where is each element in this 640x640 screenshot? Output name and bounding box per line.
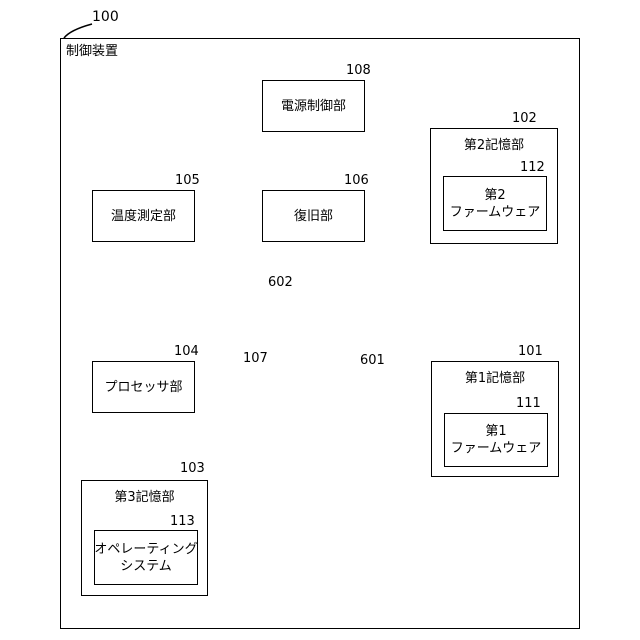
control-device-label: 制御装置 [66, 44, 118, 60]
firmware2-block: 第2 ファームウェア [443, 176, 547, 231]
ref-101: 101 [518, 345, 543, 359]
power-control-label: 電源制御部 [281, 98, 346, 115]
ref-112: 112 [520, 161, 545, 175]
ref-113: 113 [170, 515, 195, 529]
ref-107: 107 [243, 352, 268, 366]
ref-102: 102 [512, 112, 537, 126]
recovery-label: 復旧部 [294, 208, 333, 225]
ref-105: 105 [175, 174, 200, 188]
firmware1-line2: ファームウェア [451, 440, 542, 457]
ref-601: 601 [360, 354, 385, 368]
ref-104: 104 [174, 345, 199, 359]
ref-106: 106 [344, 174, 369, 188]
storage2-block: 第2記憶部 第2 ファームウェア [430, 128, 558, 244]
ref-103: 103 [180, 462, 205, 476]
storage1-label: 第1記憶部 [432, 370, 558, 387]
temperature-measure-block: 温度測定部 [92, 190, 195, 242]
leader-100 [64, 24, 92, 38]
ref-100: 100 [92, 10, 119, 24]
processor-label: プロセッサ部 [104, 379, 182, 396]
recovery-block: 復旧部 [262, 190, 365, 242]
firmware2-line2: ファームウェア [450, 204, 541, 221]
storage1-block: 第1記憶部 第1 ファームウェア [431, 361, 559, 477]
ref-602: 602 [268, 276, 293, 290]
power-control-block: 電源制御部 [262, 80, 365, 132]
storage3-block: 第3記憶部 オペレーティング システム [81, 480, 208, 596]
ref-111: 111 [516, 397, 541, 411]
storage3-label: 第3記憶部 [82, 489, 207, 506]
processor-block: プロセッサ部 [92, 361, 195, 413]
temperature-measure-label: 温度測定部 [111, 208, 176, 225]
firmware1-line1: 第1 [485, 423, 506, 440]
firmware2-line1: 第2 [484, 187, 505, 204]
os-line2: システム [120, 558, 172, 575]
firmware1-block: 第1 ファームウェア [444, 413, 548, 467]
os-block: オペレーティング システム [94, 530, 198, 585]
storage2-label: 第2記憶部 [431, 137, 557, 154]
ref-108: 108 [346, 64, 371, 78]
os-line1: オペレーティング [94, 541, 197, 558]
